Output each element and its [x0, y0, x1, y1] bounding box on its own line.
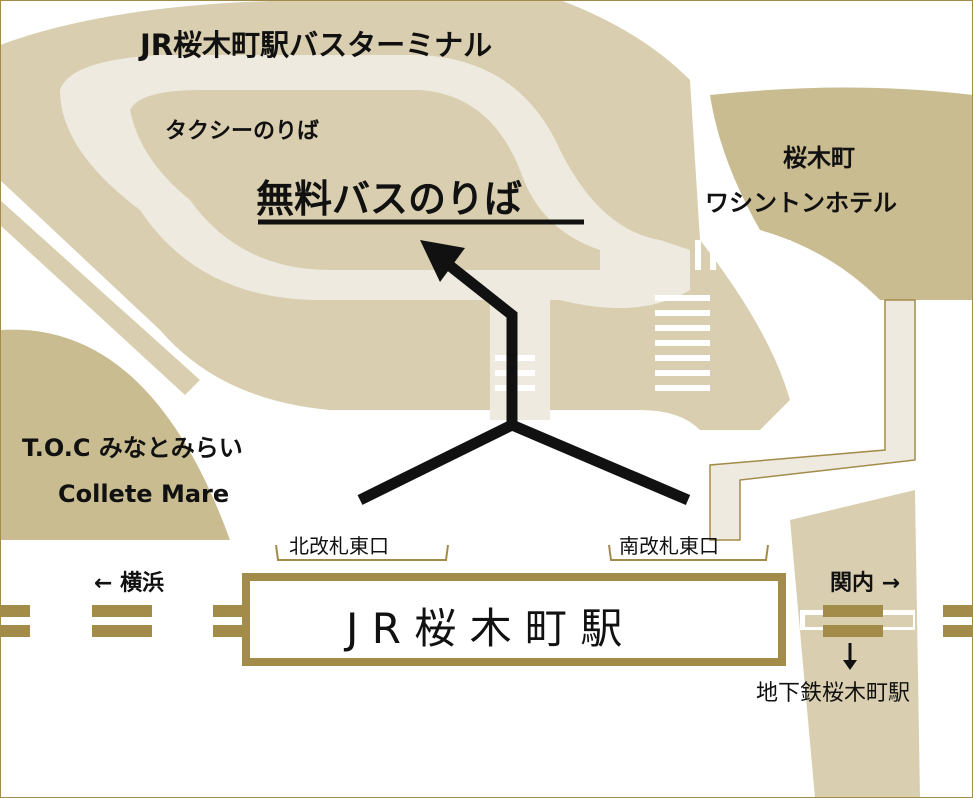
station-name: J R 桜 木 町 駅 [346, 604, 623, 653]
right-road [790, 490, 920, 798]
arrow-to-bus-stop-icon [357, 253, 691, 506]
yokohama-direction: ← 横浜 [94, 571, 165, 596]
north-gate-label: 北改札東口 [289, 534, 389, 558]
taxi-stand-label: タクシーのりば [165, 119, 320, 144]
free-bus-stop-label: 無料バスのりば [256, 177, 523, 221]
kannai-direction: 関内 → [830, 571, 901, 596]
toc-label-line1: T.O.C みなとみらい [22, 434, 243, 462]
hotel-label-line1: 桜木町 [783, 144, 855, 172]
subway-station-label: 地下鉄桜木町駅 [756, 681, 911, 706]
diagonal-road [0, 200, 200, 395]
walkway [709, 299, 916, 541]
station-box [242, 573, 786, 666]
hotel-building [710, 87, 973, 300]
south-gate-label: 南改札東口 [619, 534, 719, 558]
toc-label-line2: Collete Mare [58, 480, 230, 508]
railway-tracks [0, 605, 973, 637]
hotel-label-line2: ワシントンホテル [705, 189, 897, 217]
toc-building [0, 329, 230, 540]
bus-terminal-label: JR桜木町駅バスターミナル [140, 28, 493, 62]
road-island [130, 90, 600, 270]
